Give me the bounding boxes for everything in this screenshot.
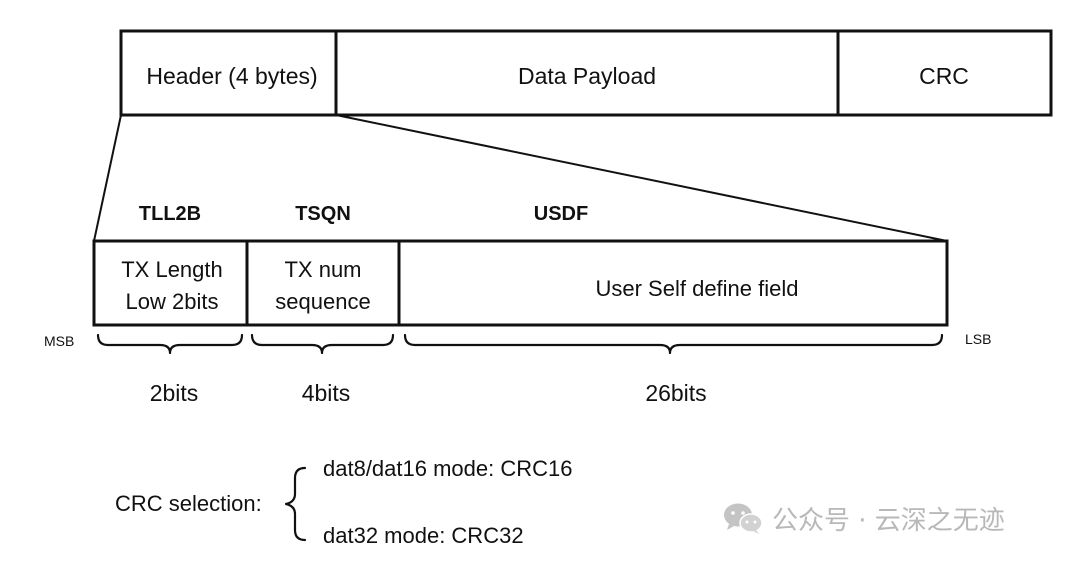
usdf-text: User Self define field <box>596 276 799 301</box>
payload-label: Data Payload <box>518 63 656 89</box>
tsqn-line1: TX num <box>284 257 361 282</box>
usdf-bits: 26bits <box>645 380 706 406</box>
wechat-icon <box>724 503 763 534</box>
tsqn-brace <box>250 333 395 355</box>
tll2b-line2: Low 2bits <box>126 289 219 314</box>
header-fields-frame <box>92 239 949 327</box>
tll2b-brace <box>96 333 244 355</box>
usdf-brace <box>403 333 944 355</box>
packet-frame <box>119 29 1053 117</box>
tsqn-title: TSQN <box>295 203 351 225</box>
header-label: Header (4 bytes) <box>146 63 317 89</box>
crc-label: CRC <box>919 63 969 89</box>
tll2b-line1: TX Length <box>121 257 223 282</box>
crc-option-16: dat8/dat16 mode: CRC16 <box>323 456 573 481</box>
zoom-line-right <box>335 114 948 242</box>
crc-option-32: dat32 mode: CRC32 <box>323 523 524 548</box>
crc-selection-label: CRC selection: <box>115 491 262 516</box>
tsqn-bits: 4bits <box>302 380 351 406</box>
tll2b-title: TLL2B <box>139 203 201 225</box>
tsqn-line2: sequence <box>275 289 370 314</box>
zoom-line-left <box>93 114 122 242</box>
lsb-label: LSB <box>965 331 991 347</box>
usdf-title: USDF <box>534 203 588 225</box>
tll2b-bits: 2bits <box>150 380 199 406</box>
watermark-text: 公众号 · 云深之无迹 <box>772 505 1005 536</box>
watermark: 公众号 · 云深之无迹 <box>722 498 1005 538</box>
msb-label: MSB <box>44 333 74 349</box>
crc-selection-brace <box>284 466 307 542</box>
